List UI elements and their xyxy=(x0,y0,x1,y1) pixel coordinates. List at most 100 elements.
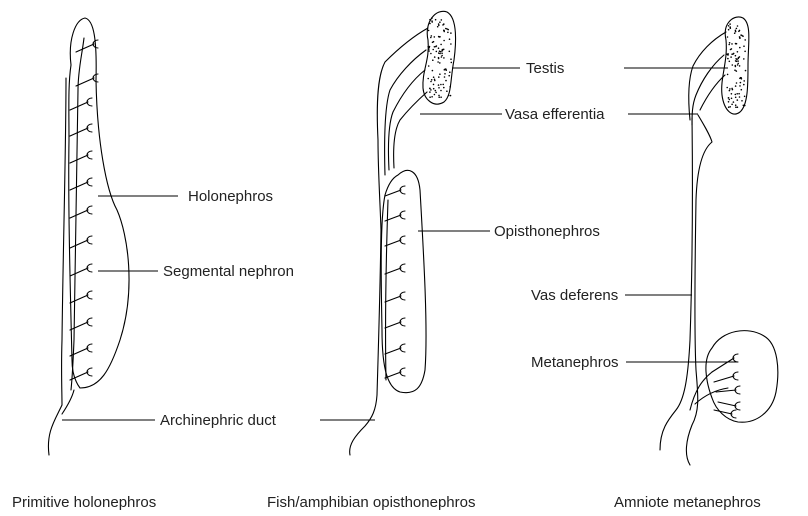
stipple-dot xyxy=(735,85,737,87)
stipple-dot xyxy=(736,82,738,84)
stipple-dot xyxy=(440,84,442,86)
opisthonephros-tubule xyxy=(385,236,405,246)
stipple-dot xyxy=(428,47,430,49)
vasa-efferentia-right-1 xyxy=(689,32,726,120)
stipple-dot xyxy=(741,100,743,102)
vasa-efferentia-middle-4 xyxy=(394,92,427,168)
stipple-dot xyxy=(735,94,737,96)
stipple-dot xyxy=(434,56,436,58)
stipple-dot xyxy=(447,32,449,34)
stipple-dot xyxy=(430,89,432,91)
stipple-dot xyxy=(740,77,742,79)
stipple-dot xyxy=(450,95,452,97)
stipple-dot xyxy=(735,43,737,45)
stipple-dot xyxy=(734,32,736,34)
stipple-dot xyxy=(433,76,435,78)
opisthonephros-figure xyxy=(350,11,456,455)
stipple-dot xyxy=(727,74,729,76)
stipple-dot xyxy=(739,37,741,39)
stipple-dot xyxy=(728,25,730,27)
stipple-dot xyxy=(739,96,741,98)
stipple-dot xyxy=(429,19,431,21)
archinephric-duct-left xyxy=(48,78,66,455)
stipple-dot xyxy=(737,64,739,66)
stipple-dot xyxy=(736,93,738,95)
label-holonephros: Holonephros xyxy=(188,188,273,205)
stipple-dot xyxy=(439,21,441,23)
segmental-nephron-tubule xyxy=(70,178,92,190)
vas-deferens-right xyxy=(660,118,692,450)
stipple-dot xyxy=(430,81,432,83)
stipple-dot xyxy=(429,88,431,90)
opisthonephros-tubule xyxy=(385,318,405,328)
stipple-dot xyxy=(729,26,731,28)
stipple-dot xyxy=(731,104,733,106)
stipple-dot xyxy=(441,19,443,21)
stipple-dot xyxy=(441,53,443,55)
stipple-dot xyxy=(439,73,441,75)
stipple-dot xyxy=(437,26,439,28)
stipple-dot xyxy=(428,65,430,67)
stipple-dot xyxy=(446,28,448,30)
label-segmental-nephron: Segmental nephron xyxy=(163,263,294,280)
stipple-dot xyxy=(728,44,730,46)
stipple-dot xyxy=(434,36,436,38)
stipple-dot xyxy=(443,40,445,42)
stipple-dot xyxy=(743,45,745,47)
ureter-right xyxy=(690,372,712,410)
stipple-dot xyxy=(440,90,442,92)
stipple-dot xyxy=(737,51,739,53)
stipple-dot xyxy=(434,94,436,96)
stipple-dot xyxy=(450,32,452,34)
stipple-dot xyxy=(434,79,436,81)
stipple-dot xyxy=(428,50,430,52)
stipple-dot xyxy=(450,58,452,60)
stipple-dot xyxy=(737,25,739,27)
stipple-dot xyxy=(449,38,451,40)
stipple-dot xyxy=(727,58,729,60)
stipple-dot xyxy=(734,69,736,71)
stipple-dot xyxy=(444,68,446,70)
stipple-dot xyxy=(443,31,445,33)
stipple-dot xyxy=(438,84,440,86)
stipple-dot xyxy=(736,59,738,61)
stipple-dot xyxy=(429,23,431,25)
stipple-dot xyxy=(442,24,444,26)
stipple-dot xyxy=(443,57,445,59)
stipple-dot xyxy=(730,49,732,51)
stipple-dot xyxy=(438,47,440,49)
archinephric-duct-left-b xyxy=(62,390,74,414)
stipple-dot xyxy=(431,20,433,22)
stipple-dot xyxy=(743,58,745,60)
stipple-dot xyxy=(429,91,431,93)
stipple-dot xyxy=(438,57,440,59)
stipple-dot xyxy=(451,62,453,64)
stipple-dot xyxy=(428,30,430,32)
stipple-dot xyxy=(433,84,435,86)
stipple-dot xyxy=(442,84,444,86)
stipple-dot xyxy=(444,73,446,75)
stipple-dot xyxy=(737,60,739,62)
stipple-dot xyxy=(442,49,444,51)
stipple-dot xyxy=(435,19,437,21)
vasa-efferentia-middle-2 xyxy=(385,50,426,175)
stipple-dot xyxy=(435,92,437,94)
stipple-dot xyxy=(740,82,742,84)
stipple-dot xyxy=(729,61,731,63)
stipple-dot xyxy=(428,48,430,50)
holonephros-figure xyxy=(48,18,129,455)
stipple-dot xyxy=(430,53,432,55)
stipple-dot xyxy=(448,95,450,97)
metanephros-tubule xyxy=(718,402,740,410)
vasa-efferentia-right-3 xyxy=(700,75,725,110)
stipple-dot xyxy=(731,43,733,45)
stipple-dot xyxy=(430,37,432,39)
stipple-dot xyxy=(449,86,451,88)
stipple-dot xyxy=(728,101,730,103)
stipple-dot xyxy=(438,87,440,89)
stipple-dot xyxy=(744,105,746,107)
stipple-dot xyxy=(743,80,745,82)
stipple-dot xyxy=(444,76,446,78)
segmental-nephron-tubule xyxy=(70,206,92,218)
